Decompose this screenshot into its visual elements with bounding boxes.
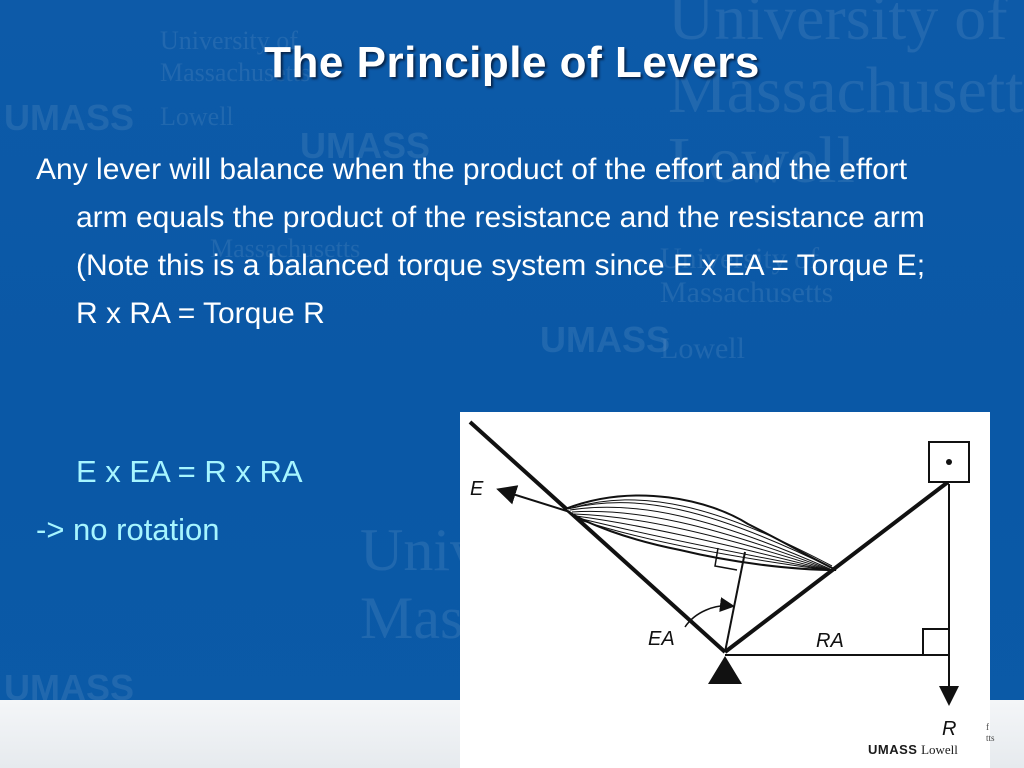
watermark-lowell-small: Lowell xyxy=(160,102,234,131)
watermark-massachusetts-mid: Massachusetts xyxy=(210,234,361,263)
watermark-university-large: University of xyxy=(668,0,1008,53)
footer-logo-of: f xyxy=(986,722,989,732)
lever-diagram: E EA RA R xyxy=(460,412,990,768)
label-resistance: R xyxy=(942,718,957,740)
watermark-massachusetts-large: Massachusetts xyxy=(668,54,1024,127)
body-paragraph: Any lever will balance when the product … xyxy=(36,153,926,330)
effort-arm-curve-arrow xyxy=(684,597,735,628)
effort-arrow xyxy=(496,485,571,513)
muscle-fibers xyxy=(567,499,833,570)
body-text: Any lever will balance when the product … xyxy=(36,146,936,338)
label-effort: E xyxy=(470,478,484,500)
watermark-umass-1: UMASS xyxy=(4,97,135,138)
watermark-lowell-mid: Lowell xyxy=(660,332,745,365)
result-text: -> no rotation xyxy=(36,512,220,547)
label-resistance-arm: RA xyxy=(816,630,844,652)
lever-bar-left xyxy=(468,420,727,654)
resistance-arm-right-angle xyxy=(922,628,949,655)
lever-diagram-svg xyxy=(468,420,970,706)
watermark-lowell-large: Lowell xyxy=(668,124,855,197)
effort-arm-line xyxy=(724,551,746,653)
logo-umass: UMASS xyxy=(868,742,918,757)
equation-text: E x EA = R x RA xyxy=(76,454,303,489)
fulcrum-triangle xyxy=(708,656,742,684)
watermark-massachusetts-small: Massachusetts xyxy=(160,58,311,87)
slide-title: The Principle of Levers xyxy=(264,38,760,87)
lever-bar-right xyxy=(723,480,950,654)
footer-logo-tts: tts xyxy=(986,733,995,743)
watermark-university-mid: University of xyxy=(660,242,820,275)
pulley-dot xyxy=(946,459,952,465)
watermark-massachusetts-mid2: Massachusetts xyxy=(660,276,834,309)
effort-arm-right-angle xyxy=(714,547,738,571)
umass-lowell-logo: UMASS Lowell xyxy=(868,742,958,758)
footer-logo-small-text: f tts xyxy=(986,722,995,744)
watermark-umass-3: UMASS xyxy=(540,319,671,360)
watermark-university-small: University of xyxy=(160,26,298,55)
label-effort-arm: EA xyxy=(648,628,675,650)
watermark-umass-4: UMASS xyxy=(4,667,135,708)
watermark-umass-2: UMASS xyxy=(300,125,431,166)
logo-lowell: Lowell xyxy=(921,742,958,757)
